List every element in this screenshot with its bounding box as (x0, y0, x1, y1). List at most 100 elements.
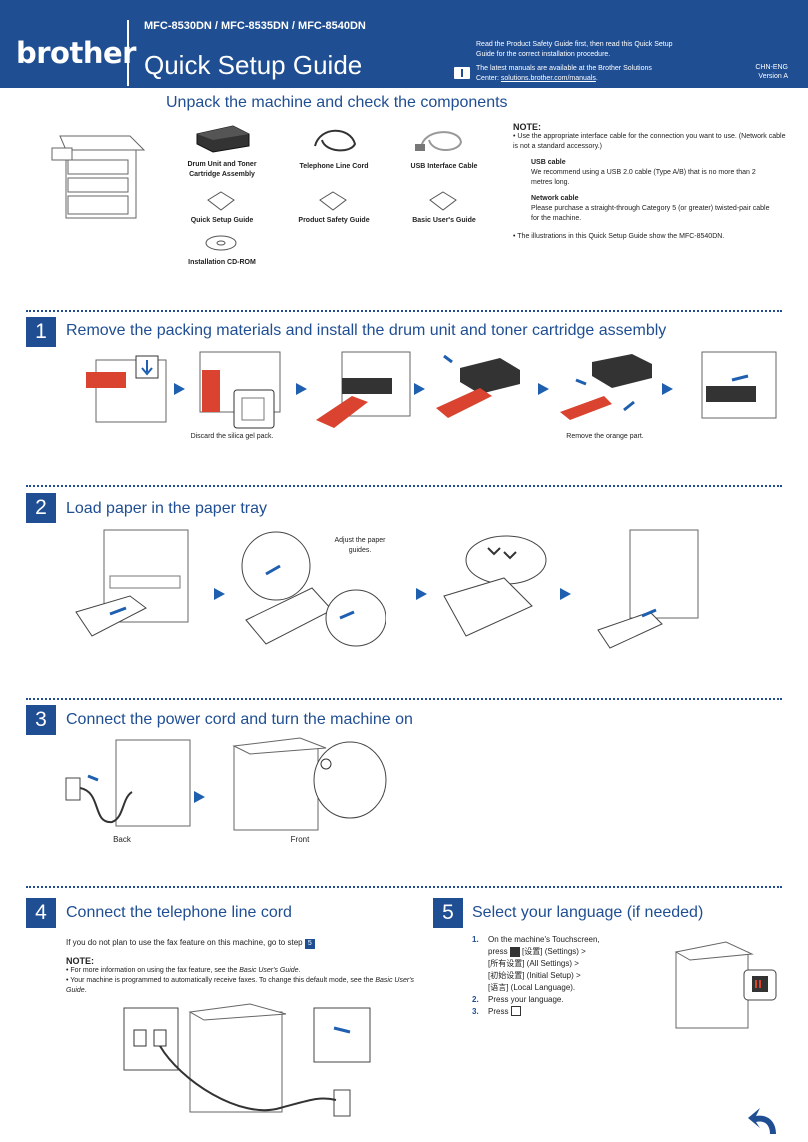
note-network-text: Please purchase a straight-through Categ… (531, 205, 770, 222)
step3-illustration-back (65, 739, 191, 827)
step5-badge: 5 (433, 898, 463, 928)
step4-badge: 4 (26, 898, 56, 928)
step4-intro-text: If you do not plan to use the fax featur… (66, 938, 303, 947)
divider-3 (26, 698, 782, 700)
step4-illustration (123, 1003, 371, 1117)
step1-arrow-4 (538, 383, 549, 395)
quick-setup-booklet-icon (207, 191, 235, 211)
caption-guides: Adjust the paper guides. (334, 537, 386, 554)
step1-arrow-2 (296, 383, 307, 395)
back-arrow-icon[interactable] (746, 1104, 782, 1138)
divider-4 (26, 886, 782, 888)
step5-item-1-press: press (488, 947, 508, 956)
step1-illustration-1 (86, 355, 167, 423)
step1-illustration-3 (316, 351, 411, 428)
step5-illustration (674, 941, 777, 1029)
step4-title: Connect the telephone line cord (66, 904, 292, 921)
step4-intro: If you do not plan to use the fax featur… (66, 938, 315, 949)
telephone-cord-illustration (314, 129, 357, 152)
step2-arrow-1 (214, 588, 225, 600)
machine-illustration (51, 135, 146, 219)
language-version: CHN-ENG Version A (712, 63, 788, 81)
divider-1 (26, 310, 782, 312)
step4-note-2-prefix: • Your machine is programmed to automati… (66, 977, 376, 984)
step2-badge: 2 (26, 493, 56, 523)
step1-illustration-4 (436, 354, 520, 418)
step4-note-1: • For more information on using the fax … (66, 966, 426, 976)
step4-note-2-italic: Basic User's Guide (66, 977, 415, 994)
safety-note: Read the Product Safety Guide first, the… (476, 41, 673, 58)
users-guide-booklet-icon (429, 191, 457, 211)
step5-item-3: 3. Press (472, 1006, 652, 1018)
step4-note-1-italic: Basic User's Guide (239, 967, 299, 974)
step5-item-1-num: 1. (472, 935, 479, 944)
header-divider (127, 20, 129, 86)
step2-illustration-4 (597, 529, 699, 649)
label-telephone-cord: Telephone Line Cord (299, 163, 369, 170)
step1-arrow-5 (662, 383, 673, 395)
manuals-note-prefix: The latest manuals are available at the … (476, 65, 652, 82)
cdrom-icon (205, 235, 237, 251)
step2-title: Load paper in the paper tray (66, 500, 268, 517)
step2-illustration-3 (443, 535, 547, 637)
caption-silica: Discard the silica gel pack. (190, 433, 274, 440)
label-safety-guide: Product Safety Guide (298, 217, 370, 224)
settings-icon[interactable] (509, 946, 520, 957)
version-label: Version A (758, 73, 788, 80)
usb-cable-illustration (415, 131, 463, 151)
step5-item-2-num: 2. (472, 995, 479, 1004)
manuals-note: The latest manuals are available at the … (476, 64, 666, 84)
step4-note-1-suffix: . (298, 967, 301, 974)
step3-arrow (194, 791, 205, 803)
step5-item-3-num: 3. (472, 1007, 479, 1016)
note-intro: • Use the appropriate interface cable fo… (513, 133, 786, 150)
step5-instructions: 1. On the machine's Touchscreen, press [… (472, 934, 652, 1018)
step1-illustration-6 (701, 351, 777, 419)
unpack-title: Unpack the machine and check the compone… (166, 94, 508, 111)
lang-code: CHN-ENG (755, 64, 788, 71)
step2-arrow-3 (560, 588, 571, 600)
step5-title: Select your language (if needed) (472, 904, 704, 921)
step5-item-1-line1: On the machine's Touchscreen, (488, 935, 600, 944)
step5-item-1: 1. On the machine's Touchscreen, press [… (472, 934, 652, 994)
note-network-title: Network cable (531, 195, 579, 202)
drum-unit-illustration (196, 125, 250, 153)
caption-back: Back (113, 835, 131, 844)
label-usb-cable: USB Interface Cable (410, 163, 478, 170)
caption-orange: Remove the orange part. (566, 433, 644, 440)
manuals-note-suffix: . (595, 75, 598, 82)
step5-item-1-line5: [语言] (Local Language). (488, 983, 576, 992)
step4-note-title: NOTE: (66, 956, 94, 966)
header-bar: brother MFC-8530DN / MFC-8535DN / MFC-85… (0, 0, 808, 88)
step1-arrow-1 (174, 383, 185, 395)
label-cdrom: Installation CD-ROM (188, 259, 256, 266)
note-usb-title: USB cable (531, 159, 566, 166)
step1-illustration-5 (560, 354, 652, 420)
step3-badge: 3 (26, 705, 56, 735)
step3-illustration-front (232, 737, 387, 831)
note-title: NOTE: (513, 122, 541, 132)
step1-badge: 1 (26, 317, 56, 347)
step5-item-1-line4: [初始设置] (Initial Setup) > (488, 971, 581, 980)
home-icon[interactable] (511, 1006, 522, 1016)
step-ref-badge[interactable]: 5 (304, 939, 315, 949)
step5-item-1-settings: [设置] (Settings) > (522, 947, 586, 956)
brand-logo: brother (16, 36, 136, 70)
step5-item-3-text: Press (488, 1007, 509, 1016)
step5-item-2: 2. Press your language. (472, 994, 652, 1006)
note-illustration: • The illustrations in this Quick Setup … (513, 233, 725, 240)
safety-guide-booklet-icon (319, 191, 347, 211)
step2-illustration-1 (75, 529, 189, 637)
step4-note-1-prefix: • For more information on using the fax … (66, 967, 240, 974)
step5-item-2-text: Press your language. (488, 995, 564, 1004)
model-list: MFC-8530DN / MFC-8535DN / MFC-8540DN (144, 20, 366, 32)
manuals-link[interactable]: solutions.brother.com/manuals (500, 75, 596, 82)
step2-illustration-2 (241, 531, 386, 647)
caption-front: Front (290, 835, 310, 844)
step5-item-1-line3: [所有设置] (All Settings) > (488, 959, 579, 968)
book-icon (454, 67, 470, 79)
unpack-note: NOTE: • Use the appropriate interface ca… (513, 122, 788, 242)
step1-title: Remove the packing materials and install… (66, 322, 667, 339)
guide-title: Quick Setup Guide (144, 50, 363, 80)
step4-note: NOTE: • For more information on using th… (66, 956, 426, 996)
